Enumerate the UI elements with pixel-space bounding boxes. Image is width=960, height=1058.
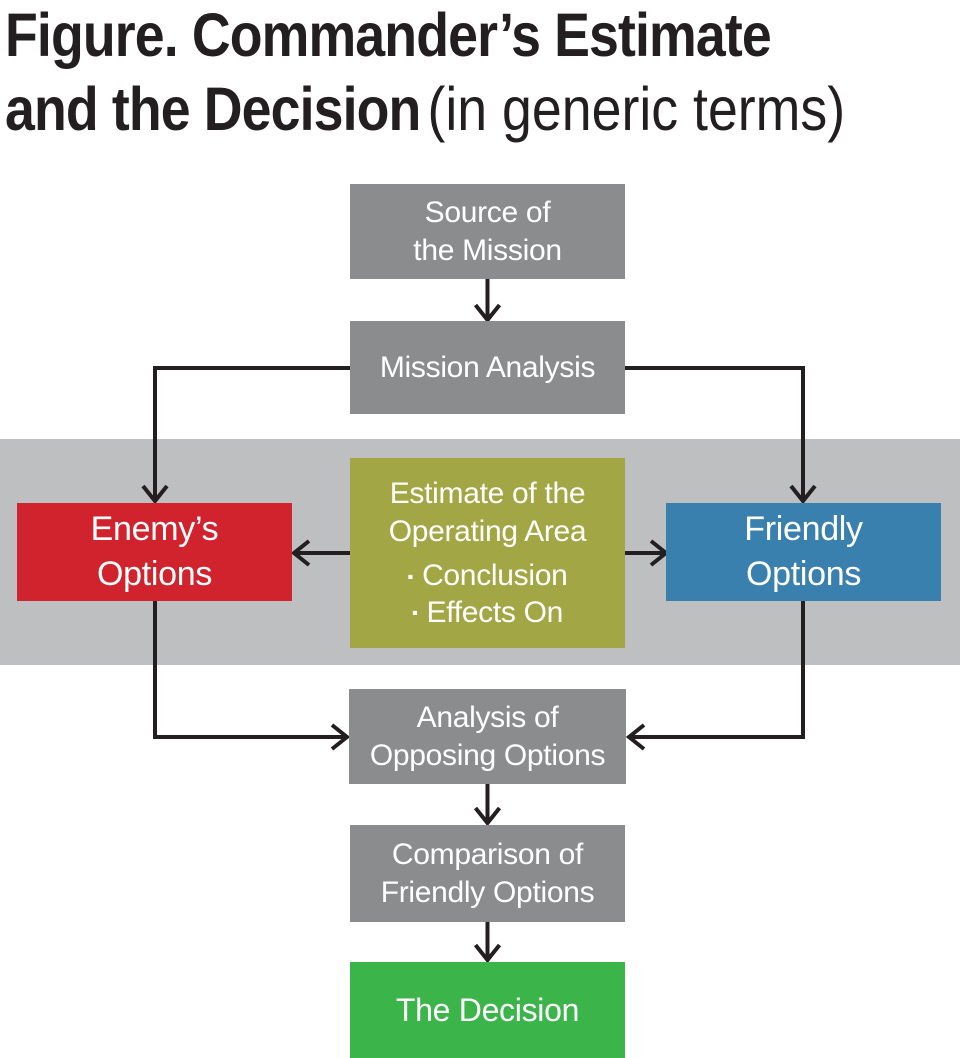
node-the-decision: The Decision (350, 962, 625, 1058)
estimate-bullet-conclusion-label: Conclusion (422, 559, 568, 593)
node-mission-analysis-label: Mission Analysis (379, 350, 596, 384)
square-bullet-icon: ▪ (407, 567, 414, 586)
figure-title: Figure. Commander’s Estimate and the Dec… (5, 0, 845, 146)
node-enemys-options-label: Enemy’s Options (90, 510, 219, 593)
node-estimate-operating-area: Estimate of the Operating Area ▪Conclusi… (350, 458, 625, 648)
node-the-decision-label: The Decision (395, 992, 580, 1028)
node-mission-analysis: Mission Analysis (350, 321, 625, 414)
node-analysis-opposing-options-label: Analysis of Opposing Options (369, 700, 606, 772)
node-comparison-friendly-options-label: Comparison of Friendly Options (380, 837, 595, 909)
title-line1: Figure. Commander’s Estimate (5, 1, 772, 69)
node-comparison-friendly-options: Comparison of Friendly Options (350, 825, 625, 922)
estimate-bullet-effects-on-label: Effects On (426, 595, 564, 629)
title-line2-bold: and the Decision (5, 75, 421, 143)
node-analysis-opposing-options: Analysis of Opposing Options (349, 689, 626, 784)
title-line2-light: (in generic terms) (427, 75, 846, 143)
square-bullet-icon: ▪ (411, 603, 418, 622)
connector-analysis-to-comparison (473, 784, 502, 827)
estimate-bullet-conclusion: ▪ Conclusion (408, 558, 568, 594)
node-source-of-mission-label: Source of the Mission (413, 195, 562, 267)
node-friendly-options-label: Friendly Options (744, 510, 863, 593)
estimate-bullet-effects-on: ▪ Effects On (408, 595, 568, 631)
node-enemys-options: Enemy’s Options (17, 503, 292, 601)
node-estimate-title: Estimate of the Operating Area (388, 477, 587, 549)
node-friendly-options: Friendly Options (666, 503, 941, 601)
connector-source-to-mission-analysis (473, 279, 502, 324)
estimate-bullet-list: ▪Conclusion ▪Effects On (408, 558, 568, 631)
node-source-of-mission: Source of the Mission (350, 184, 625, 279)
connector-comparison-to-decision (473, 922, 502, 964)
